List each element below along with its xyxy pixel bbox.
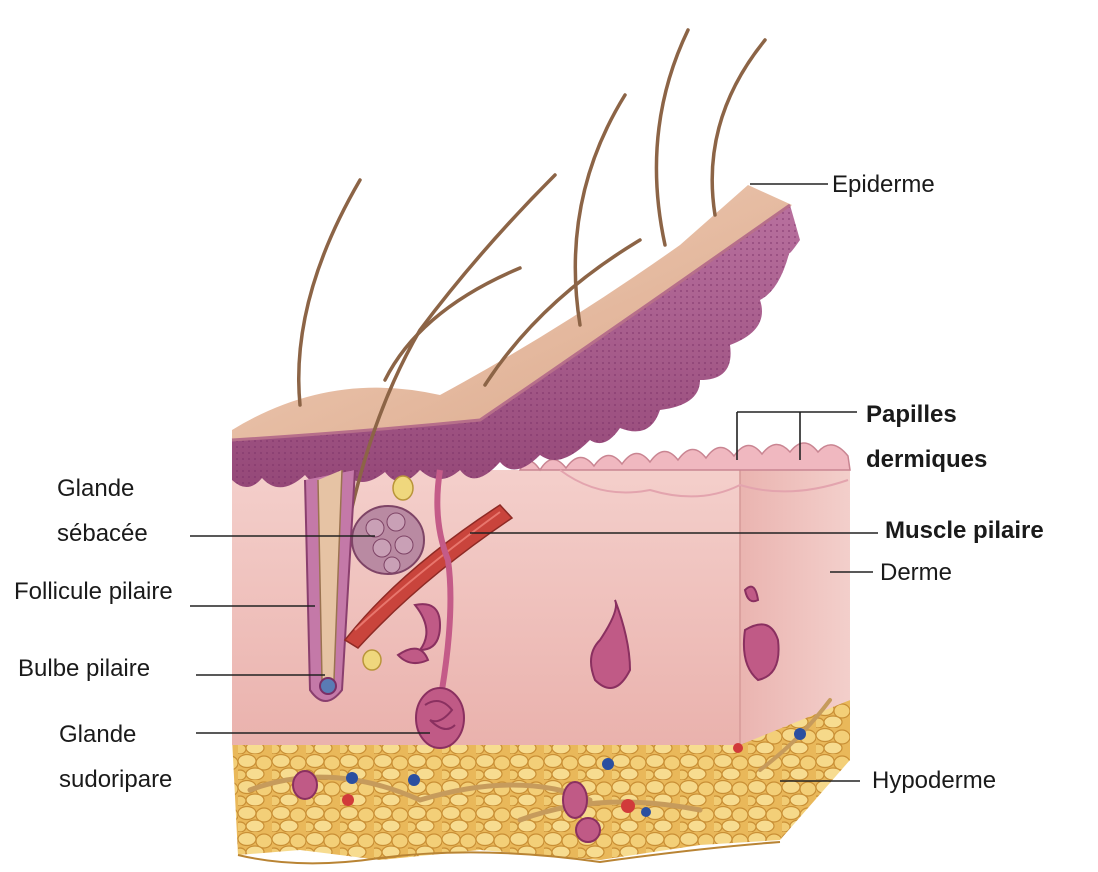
dermis-side — [740, 470, 850, 745]
hair-bulb — [320, 678, 336, 694]
label-derme: Derme — [880, 556, 952, 590]
label-muscle-pilaire: Muscle pilaire — [885, 514, 1044, 548]
label-epiderme: Epiderme — [832, 168, 935, 202]
label-follicule-pilaire: Follicule pilaire — [14, 575, 173, 609]
label-glande-sudoripare-line1: Glande — [59, 712, 172, 757]
label-glande-sudoripare: Glande sudoripare — [59, 712, 172, 802]
label-papilles-line1: Papilles — [866, 392, 987, 437]
label-bulbe-pilaire: Bulbe pilaire — [18, 652, 150, 686]
label-glande-sudoripare-line2: sudoripare — [59, 757, 172, 802]
label-glande-sebacee-line1: Glande — [57, 466, 148, 511]
sebaceous-gland — [352, 506, 424, 574]
label-hypoderme: Hypoderme — [872, 764, 996, 798]
label-glande-sebacee: Glande sébacée — [57, 466, 148, 556]
label-glande-sebacee-line2: sébacée — [57, 511, 148, 556]
label-papilles-line2: dermiques — [866, 437, 987, 482]
label-papilles-dermiques: Papilles dermiques — [866, 392, 987, 482]
